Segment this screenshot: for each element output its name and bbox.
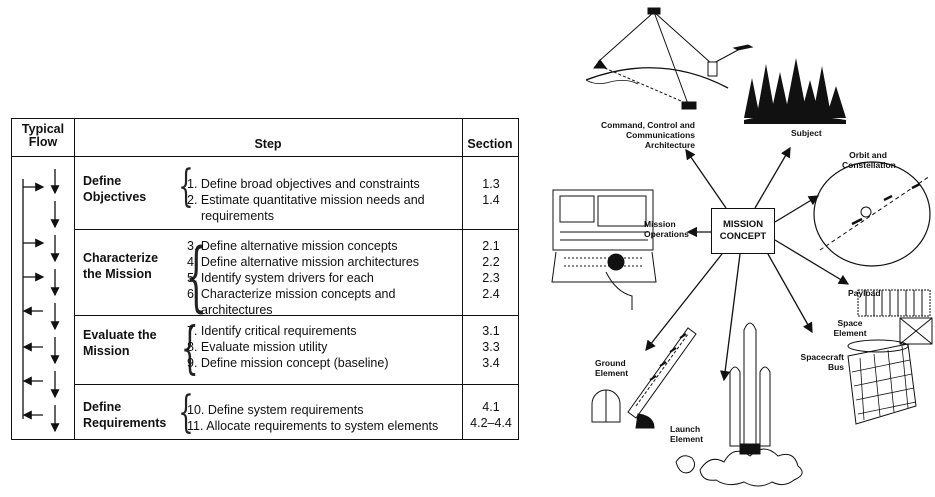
row-divider [74,315,518,316]
phase-4-sections: 4.1 4.2–4.4 [464,399,518,431]
brace: { [180,316,199,381]
section-number: 3.4 [482,356,500,370]
section-number: 2.1 [482,239,500,253]
c3-illustration [585,7,754,110]
spoke-orbit-arrow [774,195,820,223]
launch-smoke-cloud [699,448,803,487]
truck-icon [681,101,697,110]
spoke-c3-arrow [685,148,727,209]
satellite-icon [911,182,921,190]
header-section: Section [467,137,513,151]
mission-steps-table: Typical Flow Step Section D [11,118,519,440]
mission-concept-diagram [551,7,933,487]
tower-icon [707,61,718,77]
brace: { [178,387,194,438]
step-item: 9. Define mission concept (baseline) [187,356,389,370]
orbit-constellation-illustration [813,161,931,267]
section-number: 4.2–4.4 [470,416,512,430]
spoke-bus-arrow [767,253,813,334]
section-number: 2.2 [482,255,500,269]
spacecraft-illustration [847,289,933,425]
step-item: 8. Evaluate mission utility [187,340,328,354]
label-space-element: Space Element [833,318,867,338]
column-divider [74,119,75,439]
step-item: architectures [201,303,273,317]
launch-vehicle-illustration [675,322,803,487]
rocket-icon [743,322,757,451]
label-ground-element: Ground Element [595,358,629,378]
earth-icon [860,206,872,218]
column-divider [462,119,463,439]
row-divider [74,229,518,230]
satellite-icon [883,194,893,202]
brace: { [185,231,208,320]
spoke-payload-arrow [774,239,850,285]
header-divider [12,156,518,157]
section-number: 2.3 [482,271,500,285]
phase-characterize-mission: Characterize the Mission [83,251,159,281]
phase-4-steps: 10. Define system requirements 11. Alloc… [187,402,438,434]
operations-console-illustration [551,189,657,310]
step-item: 2. Estimate quantitative mission needs a… [187,193,425,207]
phase-3-sections: 3.1 3.3 3.4 [464,323,518,371]
spoke-subject-arrow [754,146,791,209]
step-item: 1. Define broad objectives and constrain… [187,177,420,191]
label-mission-operations: Mission Operations [644,219,689,239]
mission-concept-box: MISSION CONCEPT [711,208,775,254]
label-payload: Payload [848,288,881,298]
spoke-launch-arrow [719,253,741,382]
step-item: 5. Identify system drivers for each [187,271,374,285]
phase-1-steps: 1. Define broad objectives and constrain… [187,176,425,224]
satellite-icon [851,217,863,226]
label-launch-element: Launch Element [670,424,704,444]
label-spacecraft-bus: Spacecraft Bus [800,352,844,372]
label-orbit-constellation: Orbit and Constellation [842,150,896,170]
section-number: 3.3 [482,340,500,354]
row-divider [74,384,518,385]
phase-evaluate-mission: Evaluate the Mission [83,328,157,358]
label-c3-architecture: Command, Control and Communications Arch… [601,120,695,150]
section-number: 2.4 [482,287,500,301]
section-number: 3.1 [482,324,500,338]
forest-fire-icon [744,58,846,124]
header-step: Step [254,137,282,151]
section-number: 1.3 [482,177,500,191]
operator-icon [607,253,625,271]
header-typical-flow: Typical Flow [21,122,65,149]
phase-2-steps: 3. Define alternative mission concepts 4… [187,238,419,318]
brace: { [178,161,194,212]
phase-3-steps: 7. Identify critical requirements 8. Eva… [187,323,389,371]
dish-antenna-icon [635,413,655,429]
step-item: 7. Identify critical requirements [187,324,357,338]
step-item: 6. Characterize mission concepts and [187,287,396,301]
step-item: requirements [201,209,274,223]
step-item: 4. Define alternative mission architectu… [187,255,420,269]
step-item: 10. Define system requirements [187,403,364,417]
satellite-icon [647,7,661,15]
phase-1-sections: 1.3 1.4 [464,176,518,208]
spoke-ground-arrow [645,253,723,352]
antenna-icon [593,59,607,69]
typical-flow-arrows [22,169,60,433]
step-item: 3. Define alternative mission concepts [187,239,398,253]
step-item: 11. Allocate requirements to system elem… [187,419,439,433]
phase-define-objectives: Define Objectives [83,174,147,204]
section-number: 1.4 [482,193,500,207]
observatory-dome-icon [591,389,621,423]
ground-station-illustration [591,327,697,429]
label-subject: Subject [791,128,822,138]
section-number: 4.1 [482,400,500,414]
airplane-icon [732,44,754,51]
phase-2-sections: 2.1 2.2 2.3 2.4 [464,238,518,302]
phase-define-requirements: Define Requirements [83,400,167,430]
